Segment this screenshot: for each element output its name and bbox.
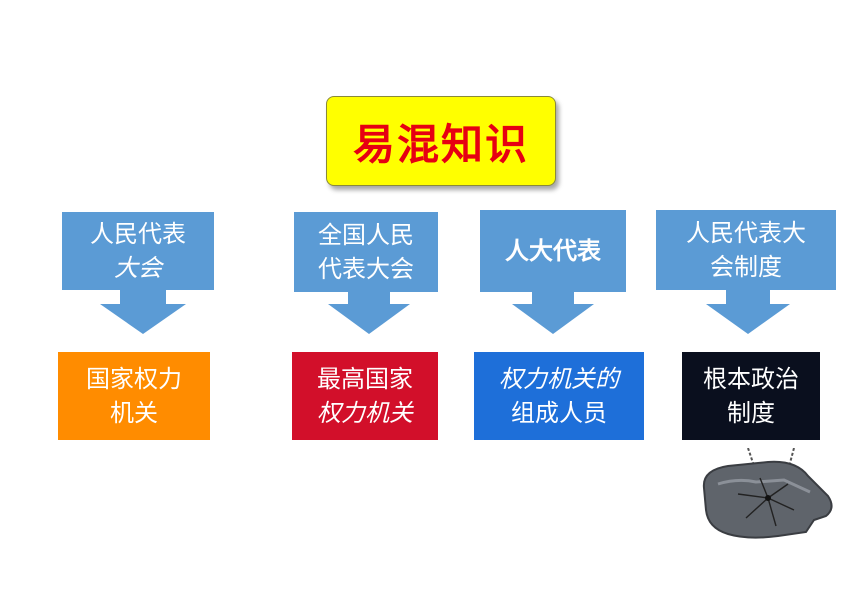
- column-3-head: 人大代表: [480, 210, 626, 292]
- column-1-result: 国家权力 机关: [58, 352, 210, 440]
- column-1-head: 人民代表 大会: [62, 212, 214, 290]
- column-2-head-line-1: 全国人民: [318, 221, 414, 249]
- column-4-result-line-1: 根本政治: [703, 365, 799, 393]
- column-3-result-line-2: 组成人员: [511, 399, 607, 427]
- column-1-result-line-2: 机关: [110, 399, 158, 427]
- column-4-head-line-1: 人民代表大: [686, 219, 806, 247]
- stone-decoration-icon: [702, 448, 833, 539]
- title-box: 易混知识: [326, 96, 556, 186]
- column-1-result-line-1: 国家权力: [86, 365, 182, 393]
- column-3-result-line-1: 权力机关的: [499, 365, 619, 393]
- column-4-result-line-2: 制度: [727, 399, 775, 427]
- column-2-result-line-2: 权力机关: [317, 399, 413, 427]
- column-2-head: 全国人民 代表大会: [294, 212, 438, 292]
- column-1-head-line-1: 人民代表: [90, 220, 186, 248]
- column-3-result: 权力机关的 组成人员: [474, 352, 644, 440]
- column-4-result: 根本政治 制度: [682, 352, 820, 440]
- column-2-result: 最高国家 权力机关: [292, 352, 438, 440]
- column-1-head-line-2: 大会: [114, 254, 162, 282]
- column-2-result-line-1: 最高国家: [317, 365, 413, 393]
- column-3-head-line-1: 人大代表: [505, 237, 601, 265]
- column-2-head-line-2: 代表大会: [318, 255, 414, 283]
- column-4-head: 人民代表大 会制度: [656, 210, 836, 290]
- column-4-head-line-2: 会制度: [710, 253, 782, 281]
- title-text: 易混知识: [352, 119, 529, 169]
